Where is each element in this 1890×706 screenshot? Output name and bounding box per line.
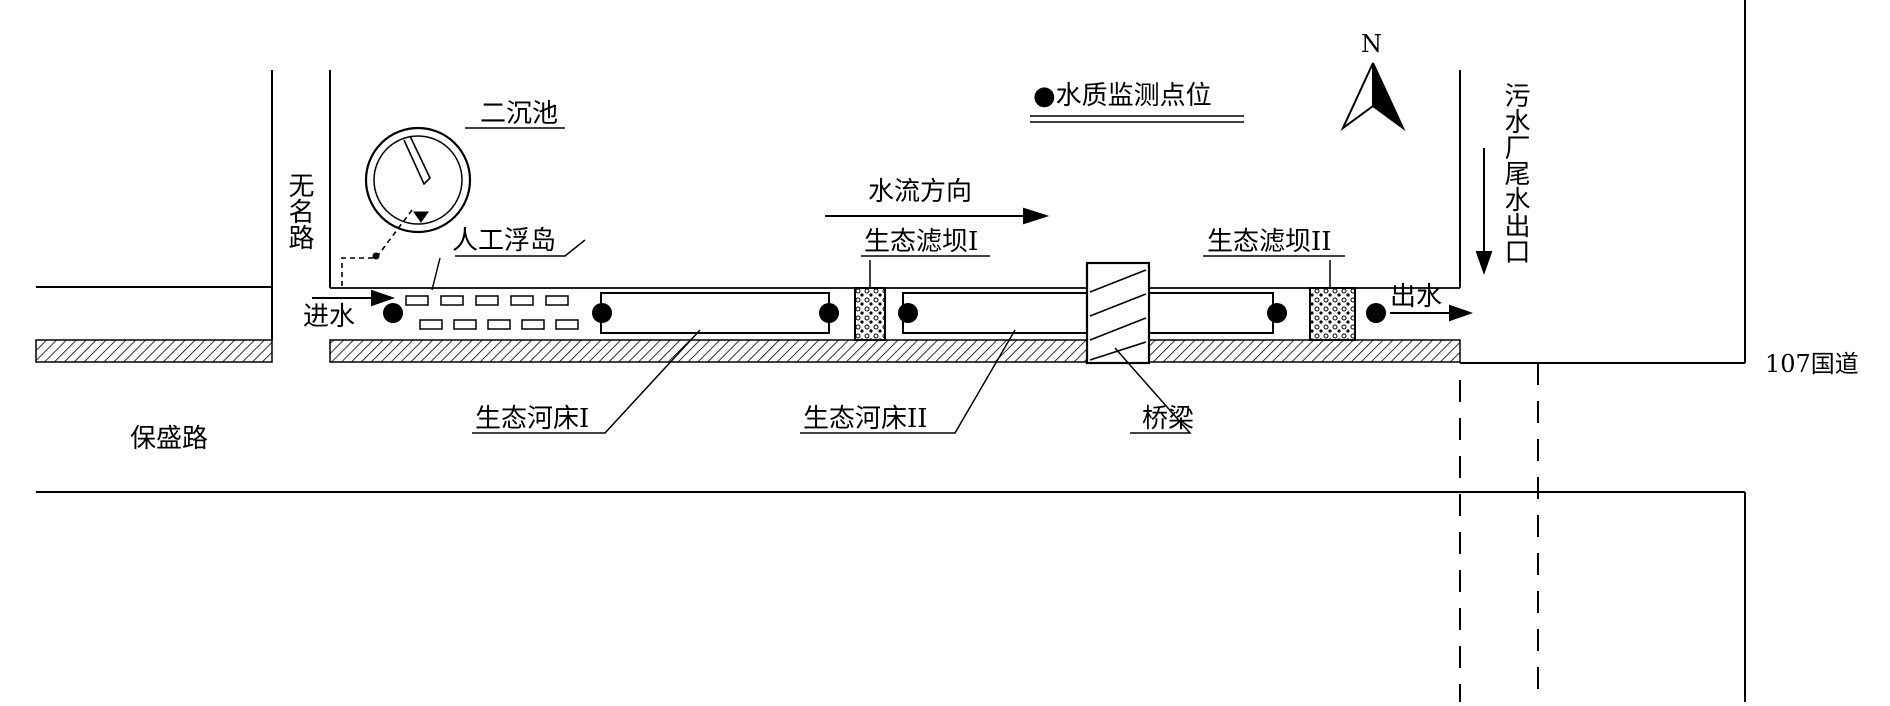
embankment-main bbox=[329, 339, 1461, 363]
unnamed-road-label: 无名路 bbox=[284, 172, 314, 250]
outlet-label: 出水 bbox=[1390, 282, 1442, 312]
bridge bbox=[1085, 261, 1151, 365]
legend-monitoring-point: ●水质监测点位 bbox=[1033, 81, 1212, 111]
flow-arrow-icon bbox=[1475, 251, 1493, 276]
legend: ●水质监测点位 bbox=[1030, 81, 1244, 123]
monitoring-point-icon bbox=[592, 303, 612, 323]
road-lines bbox=[36, 0, 1746, 702]
channel-boundaries bbox=[330, 282, 1461, 289]
eco-riverbed-1 bbox=[600, 292, 830, 334]
secondary-clarifier bbox=[341, 126, 472, 290]
dashed-edges bbox=[1459, 363, 1539, 702]
embankment-left bbox=[35, 339, 273, 363]
flow-arrow-icon bbox=[371, 289, 396, 307]
flow-arrows bbox=[312, 148, 1493, 322]
flow-arrow-icon bbox=[1449, 304, 1474, 322]
monitoring-points bbox=[383, 303, 1386, 323]
inlet-label: 进水 bbox=[303, 302, 355, 332]
flow-arrow-icon bbox=[1023, 207, 1050, 225]
monitoring-point-icon bbox=[1267, 303, 1287, 323]
eco-filter-dam-2 bbox=[1309, 287, 1356, 341]
north-arrow-icon: N bbox=[1340, 30, 1406, 132]
eco-filter-dam-1-label: 生态滤坝I bbox=[864, 227, 978, 257]
floating-island-label: 人工浮岛 bbox=[452, 226, 556, 256]
north-label: N bbox=[1361, 30, 1382, 58]
eco-riverbed-1-label: 生态河床I bbox=[475, 404, 589, 434]
monitoring-point-icon bbox=[898, 303, 918, 323]
baosheng-road-label: 保盛路 bbox=[130, 424, 208, 454]
monitoring-point-icon bbox=[383, 303, 403, 323]
eco-filter-dam-1 bbox=[854, 287, 886, 341]
plant-outlet-label: 污水厂尾水出口 bbox=[1500, 82, 1530, 264]
monitoring-point-icon bbox=[819, 303, 839, 323]
bridge-label: 桥梁 bbox=[1142, 404, 1194, 434]
monitoring-point-icon bbox=[1366, 303, 1386, 323]
leader-lines bbox=[431, 239, 1345, 434]
eco-filter-dam-2-label: 生态滤坝II bbox=[1207, 227, 1332, 257]
floating-island bbox=[405, 295, 579, 330]
eco-riverbed-2-label: 生态河床II bbox=[803, 404, 928, 434]
flow-direction-label: 水流方向 bbox=[868, 177, 972, 207]
clarifier-label: 二沉池 bbox=[480, 99, 558, 129]
national-road-label: 107国道 bbox=[1765, 350, 1859, 378]
